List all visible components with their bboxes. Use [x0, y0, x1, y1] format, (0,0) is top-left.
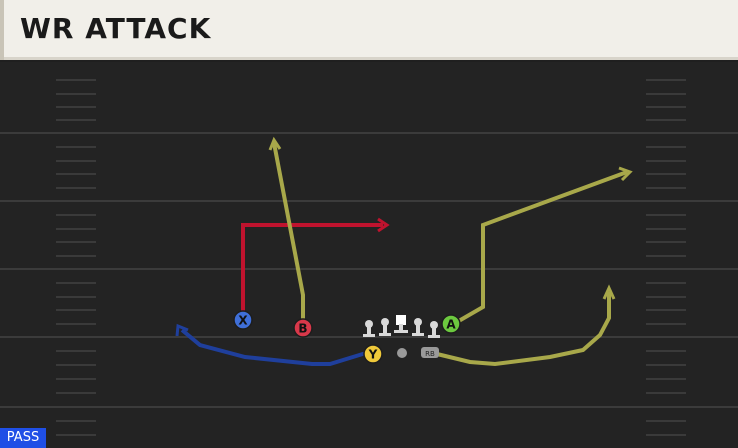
lineman-icon	[363, 320, 375, 337]
x-route-red	[241, 217, 390, 313]
lineman-icon	[428, 321, 440, 338]
receiver-a-button[interactable]: A	[441, 314, 461, 334]
y-route-blue	[175, 323, 367, 366]
play-title: WR ATTACK	[20, 12, 212, 45]
b-route-yellow	[268, 136, 305, 320]
lineman-icon	[412, 318, 424, 336]
play-type-badge: PASS	[0, 428, 46, 448]
title-accent	[0, 0, 4, 60]
b-button-label: B	[298, 322, 307, 336]
play-field: RB X B A Y	[0, 62, 738, 448]
field-turf	[0, 62, 738, 448]
offensive-line	[363, 315, 440, 338]
center-icon	[394, 315, 408, 333]
hash-marks-right	[646, 79, 686, 436]
rb-label: RB	[425, 350, 435, 358]
receiver-y-button[interactable]: Y	[363, 344, 383, 364]
rb-route-yellow	[436, 284, 616, 367]
y-button-label: Y	[368, 348, 378, 362]
running-back: RB	[421, 347, 439, 358]
football-icon	[397, 348, 407, 358]
receiver-x-button[interactable]: X	[233, 310, 253, 330]
x-button-label: X	[238, 314, 248, 328]
receiver-b-button[interactable]: B	[293, 318, 313, 338]
yard-lines	[0, 132, 738, 408]
lineman-icon	[379, 318, 391, 336]
hash-marks-left	[56, 79, 96, 436]
play-title-bar: WR ATTACK	[0, 0, 738, 60]
a-button-label: A	[446, 318, 456, 332]
play-diagram: RB X B A Y	[0, 62, 738, 448]
a-route-yellow	[456, 166, 633, 324]
